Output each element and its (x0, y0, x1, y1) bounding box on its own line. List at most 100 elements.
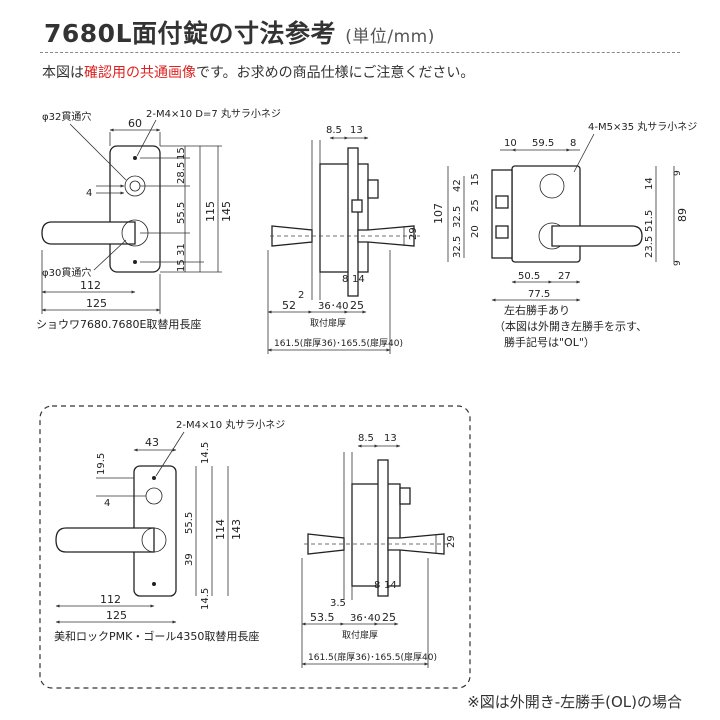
escutcheon-side-b (377, 459, 389, 597)
dim-14-case: 14 (644, 177, 655, 190)
dim-15b: 15 (176, 259, 187, 272)
front-plate (491, 169, 513, 259)
dim-145: 145 (220, 201, 233, 222)
dim-total: 161.5(扉厚36)･165.5(扉厚40) (274, 337, 403, 349)
unit-label: (単位/mm) (345, 27, 435, 47)
dim-29-b: 29 (446, 535, 457, 548)
dim-9a: 9 (673, 170, 683, 176)
escutcheon-side (347, 147, 359, 297)
dim-20-case: 20 (470, 225, 481, 238)
dim-43: 43 (145, 436, 159, 449)
dim-112: 112 (80, 279, 101, 292)
dim-13-b: 13 (384, 433, 397, 444)
dim-39: 39 (184, 553, 195, 566)
notice-pre: 本図は (42, 65, 84, 81)
dim-9b: 9 (673, 260, 683, 266)
dim-4-b: 4 (104, 498, 110, 509)
dim-10: 10 (504, 138, 517, 149)
dim-114: 114 (214, 519, 227, 540)
dim-59-5: 59.5 (532, 138, 554, 149)
dim-25: 25 (350, 299, 364, 312)
dim-32-5b: 32.5 (452, 236, 463, 258)
dim-112-b: 112 (100, 593, 121, 606)
dim-14-5a: 14.5 (200, 442, 211, 464)
dim-107: 107 (432, 203, 445, 224)
dim-143: 143 (230, 519, 243, 540)
notice-post: です。お求めの商品仕様にご注意ください。 (196, 65, 475, 81)
latch-bolt (495, 195, 509, 209)
lock-body (319, 163, 369, 273)
caption-top-right-2: （本図は外開き左勝手を示す、 (494, 319, 647, 333)
label-door-thickness: 取付扉厚 (310, 317, 346, 329)
dim-width: 60 (128, 117, 142, 130)
title-text: 7680L面付錠の寸法参考 (44, 19, 337, 48)
dim-8-5-b: 8.5 (358, 433, 374, 444)
dim-52: 52 (282, 299, 296, 312)
footer-note: ※図は外開き-左勝手(OL)の場合 (467, 693, 682, 711)
dim-15-case: 15 (470, 173, 481, 186)
side-section-bottom: 8.5 13 29 8 14 3.5 53.5 36･40 25 取付扉厚 16… (301, 433, 457, 668)
screw-hole-top (133, 156, 137, 160)
notice-highlight: 確認用の共通画像 (84, 65, 196, 81)
page-title: 7680L面付錠の寸法参考 (単位/mm) (44, 14, 435, 50)
dim-28-5: 28.5 (176, 162, 187, 184)
dim-total-b: 161.5(扉厚36)･165.5(扉厚40) (308, 651, 437, 663)
caption-bottom-left: 美和ロックPMK・ゴール4350取替用長座 (54, 629, 259, 643)
latch-b (399, 487, 411, 505)
escutcheon-plate (109, 145, 161, 273)
dim-115: 115 (204, 201, 217, 222)
latch (367, 179, 379, 199)
label-door-thickness-b: 取付扉厚 (342, 629, 378, 641)
dim-53-5: 53.5 (310, 611, 335, 624)
dim-125: 125 (86, 297, 107, 310)
screw-hole-bottom (133, 260, 137, 264)
label-hole-top: φ32貫通穴 (42, 110, 91, 123)
side-section-top: 8.5 13 29 8 14 2 52 36･40 25 取付扉厚 161.5(… (267, 125, 420, 354)
dead-bolt (495, 225, 509, 239)
dim-13: 13 (350, 125, 363, 136)
screw-hole-bottom-b (152, 582, 156, 586)
label-screw: 2-M4×10 D=7 丸サラ小ネジ (146, 107, 281, 120)
dim-3-5: 3.5 (330, 598, 346, 609)
notice-text: 本図は確認用の共通画像です。お求めの商品仕様にご注意ください。 (42, 62, 474, 82)
dim-19-5: 19.5 (96, 453, 107, 475)
escutcheon-front-view-bottom: 2-M4×10 丸サラ小ネジ 43 19.5 4 14.5 55.5 39 11… (54, 418, 285, 643)
dim-14-5b: 14.5 (200, 588, 211, 610)
dim-51-5: 51.5 (644, 210, 655, 232)
dim-50-5: 50.5 (518, 271, 540, 282)
dim-8-case: 8 (570, 138, 576, 149)
dim-2: 2 (298, 290, 304, 301)
screw-hole-top-b (152, 476, 156, 480)
caption-top-left: ショウワ7680.7680E取替用長座 (36, 317, 201, 331)
lever-handle-case (551, 225, 643, 247)
dim-55-5: 55.5 (176, 202, 187, 224)
dim-42: 42 (452, 179, 463, 192)
label-hole-bottom: φ30貫通穴 (42, 266, 91, 279)
dim-23-5: 23.5 (644, 236, 655, 258)
dim-31: 31 (176, 243, 187, 256)
title-divider (40, 52, 680, 53)
dim-77-5: 77.5 (528, 289, 550, 300)
lever-handle (41, 221, 136, 245)
case-front-view: 4-M5×35 丸サラ小ネジ 10 59.5 8 107 42 32.5 32.… (432, 120, 697, 349)
dim-15a: 15 (176, 147, 187, 160)
label-case-screw: 4-M5×35 丸サラ小ネジ (588, 120, 697, 133)
dim-8-5: 8.5 (326, 125, 342, 136)
dim-4: 4 (86, 188, 92, 199)
dim-14-b: 14 (384, 580, 397, 591)
dim-14: 14 (352, 274, 365, 285)
alternate-model-box (39, 405, 471, 689)
lever-handle-b (55, 527, 155, 553)
cylinder-hole-case (539, 173, 565, 199)
caption-top-right-1: 左右勝手あり (504, 303, 570, 317)
dim-125-b: 125 (106, 609, 127, 622)
dim-89: 89 (676, 208, 689, 222)
lock-body-b (351, 483, 401, 587)
escutcheon-front-view-top: 60 φ32貫通穴 2-M4×10 D=7 丸サラ小ネジ 4 15 28.5 5… (36, 107, 281, 331)
dim-25-b: 25 (382, 611, 396, 624)
label-screw-b: 2-M4×10 丸サラ小ネジ (176, 418, 285, 431)
dim-55-5-b: 55.5 (184, 512, 195, 534)
dim-36-40-b: 36･40 (350, 613, 380, 624)
cylinder-side (351, 199, 363, 213)
